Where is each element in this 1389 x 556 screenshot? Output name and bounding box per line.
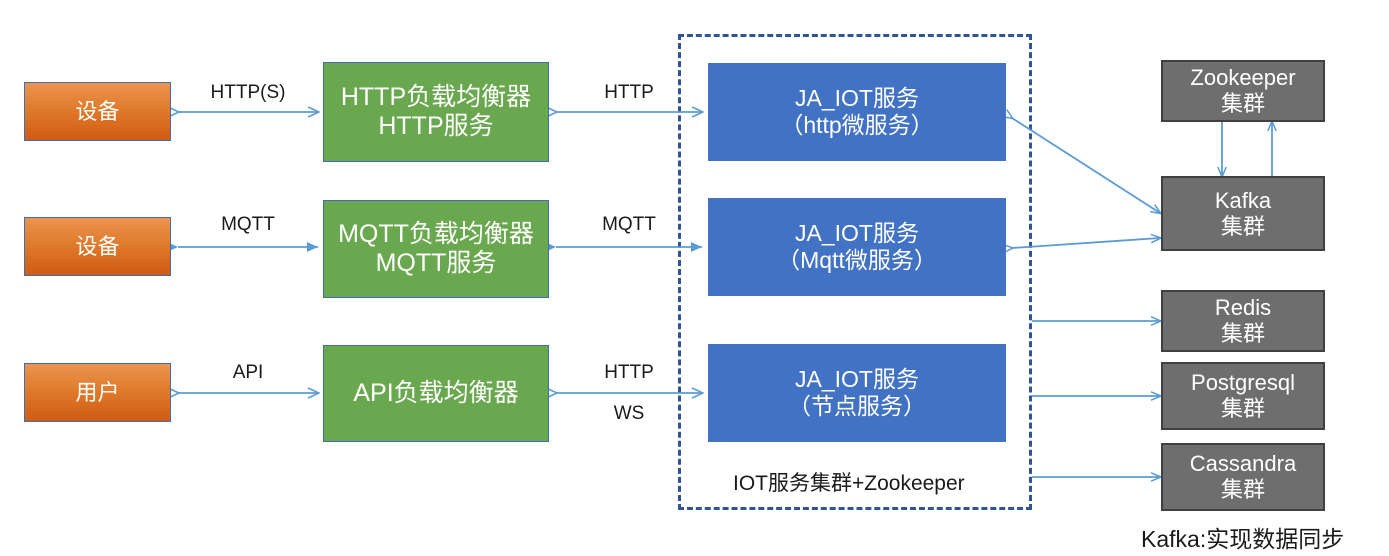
node-mqtt-load-balancer[interactable]: MQTT负载均衡器 MQTT服务 (323, 200, 549, 298)
wire-mqtt-service-kafka (1012, 238, 1160, 248)
node-redis-cluster[interactable]: Redis 集群 (1161, 290, 1325, 352)
edge-label-http-s: HTTP(S) (210, 82, 286, 103)
node-user-api[interactable]: 用户 (24, 363, 171, 422)
edge-label-mqtt-client: MQTT (221, 214, 275, 235)
node-postgresql-cluster[interactable]: Postgresql 集群 (1161, 362, 1325, 430)
edge-label-http-service: HTTP (604, 82, 654, 103)
node-ja-iot-node-service[interactable]: JA_IOT服务 （节点服务） (708, 344, 1006, 442)
wire-http-service-kafka (1012, 118, 1160, 213)
node-zookeeper-cluster[interactable]: Zookeeper 集群 (1161, 60, 1325, 122)
node-ja-iot-mqtt-service[interactable]: JA_IOT服务 （Mqtt微服务） (708, 198, 1006, 296)
node-device-mqtt[interactable]: 设备 (24, 217, 171, 276)
node-api-load-balancer[interactable]: API负载均衡器 (323, 345, 549, 442)
edge-label-api: API (232, 362, 264, 383)
edge-label-mqtt-service: MQTT (602, 214, 656, 235)
edge-label-http-node-service: HTTP (604, 362, 654, 383)
node-kafka-cluster[interactable]: Kafka 集群 (1161, 176, 1325, 251)
iot-service-cluster-group (678, 34, 1032, 510)
node-http-load-balancer[interactable]: HTTP负载均衡器 HTTP服务 (323, 62, 549, 162)
node-cassandra-cluster[interactable]: Cassandra 集群 (1161, 443, 1325, 511)
kafka-sync-note: Kafka:实现数据同步 (1141, 526, 1345, 552)
edge-label-ws-node-service: WS (613, 403, 645, 424)
node-ja-iot-http-service[interactable]: JA_IOT服务 （http微服务） (708, 63, 1006, 161)
group-caption: IOT服务集群+Zookeeper (733, 472, 965, 495)
node-device-http[interactable]: 设备 (24, 82, 171, 141)
